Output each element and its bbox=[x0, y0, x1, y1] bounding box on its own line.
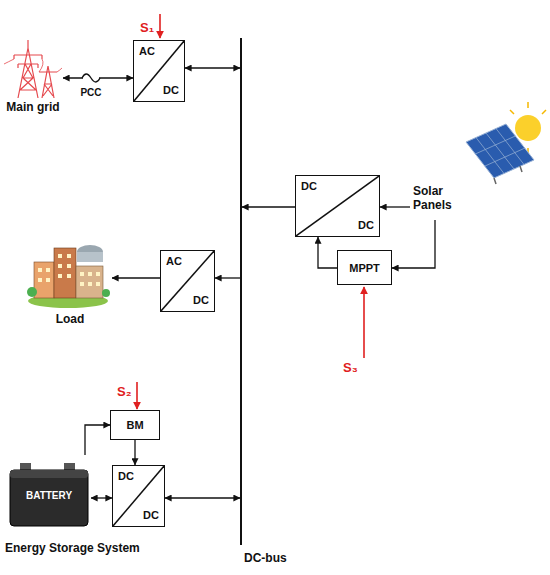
node-label: Energy Storage System bbox=[5, 541, 91, 555]
load-icon bbox=[27, 245, 110, 308]
converter-box: DC DC bbox=[295, 175, 380, 237]
storage-node: Energy Storage System bbox=[3, 455, 91, 560]
converter-label: AC bbox=[139, 45, 155, 58]
power-connector bbox=[85, 425, 110, 455]
converter-label: DC bbox=[193, 294, 209, 307]
dc-bus: DC-bus bbox=[240, 38, 242, 545]
solar-icon bbox=[466, 102, 548, 184]
power-connector bbox=[134, 440, 135, 465]
converter-label: AC bbox=[166, 255, 182, 268]
battery-text: BATTERY bbox=[10, 490, 88, 501]
mppt-box: MPPT bbox=[337, 250, 392, 285]
power-connector bbox=[242, 206, 295, 207]
power-connector bbox=[380, 206, 410, 207]
converter-label: DC bbox=[143, 509, 159, 522]
converter-box: AC DC bbox=[133, 40, 185, 102]
power-connector bbox=[392, 220, 435, 268]
box-label: MPPT bbox=[349, 261, 380, 275]
signal-label: S₁ bbox=[140, 20, 154, 35]
converter-label: DC bbox=[301, 180, 317, 193]
tower-icon bbox=[4, 40, 62, 98]
power-connector bbox=[185, 67, 240, 68]
converter-box: DC DC bbox=[112, 465, 165, 527]
node-label: Load bbox=[28, 312, 112, 326]
fuse-symbol bbox=[82, 74, 100, 82]
converter-label: DC bbox=[118, 470, 134, 483]
power-connector bbox=[165, 497, 240, 498]
power-connector bbox=[112, 277, 160, 278]
signal-label: S₂ bbox=[117, 384, 131, 399]
fuse-gap bbox=[83, 74, 99, 82]
edge-label: PCC bbox=[79, 86, 102, 100]
battery-icon bbox=[10, 463, 88, 526]
node-label: DC-bus bbox=[244, 551, 246, 565]
bm-box: BM bbox=[110, 410, 160, 440]
signal-label: S₃ bbox=[343, 360, 358, 375]
converter-label: DC bbox=[358, 219, 374, 232]
node-label: Main grid bbox=[3, 100, 63, 114]
converter-box: AC DC bbox=[160, 250, 215, 312]
power-connector bbox=[215, 277, 240, 278]
solar-node: Solar Panels bbox=[410, 108, 548, 220]
power-connector bbox=[91, 497, 112, 498]
load-node: Load bbox=[28, 240, 112, 330]
converter-label: DC bbox=[163, 84, 179, 97]
box-label: BM bbox=[126, 418, 143, 432]
node-label: Solar Panels bbox=[413, 184, 471, 212]
power-connector bbox=[318, 237, 337, 268]
grid-node: Main grid bbox=[3, 38, 63, 120]
